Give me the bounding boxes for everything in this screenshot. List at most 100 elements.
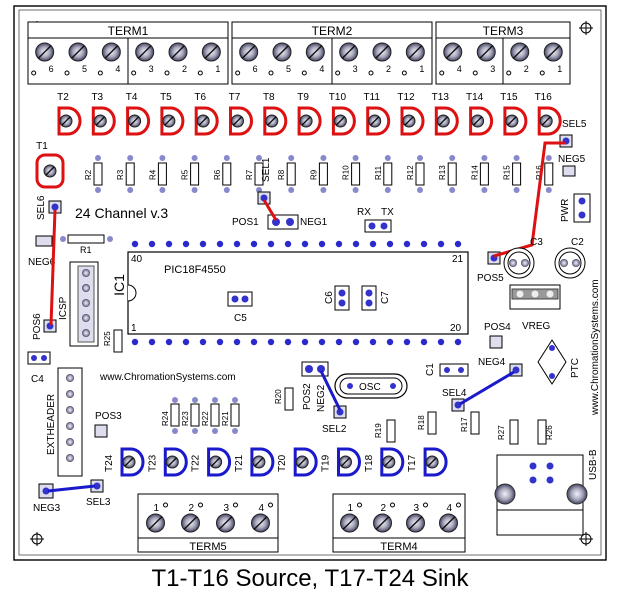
- transistor-label: T13: [432, 92, 450, 103]
- transistor-label: T2: [57, 92, 69, 103]
- icsp-header: ICSP: [58, 261, 99, 347]
- r1-label: R1: [80, 245, 92, 255]
- terminal-label: TERM4: [380, 541, 417, 553]
- transistor-label: T22: [191, 454, 202, 472]
- transistor-label: T14: [466, 92, 484, 103]
- neg3-label: NEG3: [33, 503, 61, 514]
- c4-label: C4: [31, 374, 44, 385]
- resistor: R9: [309, 155, 328, 193]
- terminal-pin-number: 1: [215, 64, 220, 74]
- transistor-label: T7: [229, 92, 241, 103]
- c7-label: C7: [380, 291, 391, 304]
- board-name-label: 24 Channel v.3: [75, 205, 168, 221]
- icsp-label: ICSP: [58, 296, 69, 320]
- r19-label: R19: [374, 423, 383, 438]
- r17-label: R17: [460, 417, 469, 432]
- transistor-label: T19: [321, 454, 332, 472]
- voltage-regulator: VREG: [509, 284, 561, 332]
- sink-transistor: T23: [147, 447, 188, 477]
- vreg-label: VREG: [522, 321, 551, 332]
- capacitor-c2: C2: [554, 237, 586, 279]
- capacitor-c3: C3: [503, 237, 543, 279]
- transistor-label: T12: [397, 92, 415, 103]
- capacitor-c4: C4: [27, 351, 51, 385]
- caption: T1-T16 Source, T17-T24 Sink: [151, 565, 469, 592]
- pos4-label: POS4: [484, 322, 511, 333]
- resistor: R11: [374, 155, 393, 193]
- source-transistor: T8: [263, 92, 288, 136]
- source-transistor: T4: [126, 92, 151, 136]
- pos3-group: POS3: [94, 411, 122, 438]
- resistor-label: R12: [406, 165, 415, 180]
- terminal-pin-number: 1: [557, 64, 562, 74]
- board-inner-outline: [18, 9, 602, 556]
- ext-header: EXTHEADER: [46, 367, 83, 477]
- resistor-label: R6: [213, 169, 222, 180]
- terminal-pin-number: 2: [386, 64, 391, 74]
- resistor-label: R4: [148, 169, 157, 180]
- c2-label: C2: [571, 237, 584, 248]
- resistor: R13: [438, 155, 457, 193]
- resistor-label: R3: [116, 169, 125, 180]
- resistor-label: R7: [245, 169, 254, 180]
- r18-label: R18: [417, 415, 426, 430]
- neg5-label: NEG5: [558, 154, 586, 165]
- resistor-label: R9: [309, 169, 318, 180]
- transistor-label: T4: [126, 92, 138, 103]
- resistor-r1: R1: [60, 234, 113, 255]
- transistor-t1: T1: [35, 141, 65, 189]
- resistor: R21: [221, 397, 240, 434]
- terminal-label: TERM1: [108, 24, 149, 38]
- terminal-pin-number: 4: [457, 64, 462, 74]
- pos1-label: POS1: [232, 217, 259, 228]
- transistor-label: T8: [263, 92, 275, 103]
- r20-label: R20: [274, 389, 283, 404]
- terminal-pin-number: 3: [490, 64, 495, 74]
- capacitor-c5: C5: [227, 291, 253, 324]
- pos6-label: POS6: [32, 313, 43, 340]
- terminal-label: TERM5: [189, 541, 226, 553]
- resistor-label: R10: [342, 165, 351, 180]
- r25-label: R25: [103, 331, 112, 346]
- resistor-label: R15: [503, 165, 512, 180]
- resistor: R8: [277, 155, 296, 193]
- terminal-pin-number: 2: [189, 503, 195, 514]
- terminal-pin-number: 4: [447, 503, 453, 514]
- transistor-label: T24: [104, 454, 115, 472]
- capacitor-c7: C7: [361, 285, 391, 311]
- terminal-pin-number: 1: [154, 503, 160, 514]
- transistor-label: T18: [364, 454, 375, 472]
- terminal-pin-number: 1: [348, 503, 354, 514]
- resistor-r18: R18: [417, 411, 437, 435]
- sel2-group: POS2 NEG2 SEL2: [301, 361, 347, 435]
- source-transistor: T6: [194, 92, 219, 136]
- pos5-label: POS5: [477, 273, 504, 284]
- sel1-label: SEL1: [261, 157, 272, 182]
- pin-40-label: 40: [131, 254, 143, 265]
- r27-label: R27: [497, 425, 506, 440]
- oscillator: OSC: [334, 373, 408, 399]
- extheader-label: EXTHEADER: [46, 394, 57, 455]
- resistor-label: R24: [161, 411, 170, 426]
- resistor: R6: [213, 155, 232, 193]
- source-transistor: T9: [297, 92, 322, 136]
- power-connector: PWR: [560, 193, 591, 223]
- transistor-label: T21: [234, 454, 245, 472]
- neg2-label: NEG2: [316, 384, 327, 412]
- terminal-pin-number: 6: [49, 64, 54, 74]
- transistor-label: T17: [407, 454, 418, 472]
- source-transistor: T3: [91, 92, 116, 136]
- sink-transistor: T19: [321, 447, 361, 477]
- resistor: R14: [470, 155, 489, 193]
- resistor: R15: [503, 155, 522, 193]
- transistor-label: T10: [329, 92, 347, 103]
- terminal-pin-number: 5: [82, 64, 87, 74]
- source-transistor: T11: [363, 92, 391, 136]
